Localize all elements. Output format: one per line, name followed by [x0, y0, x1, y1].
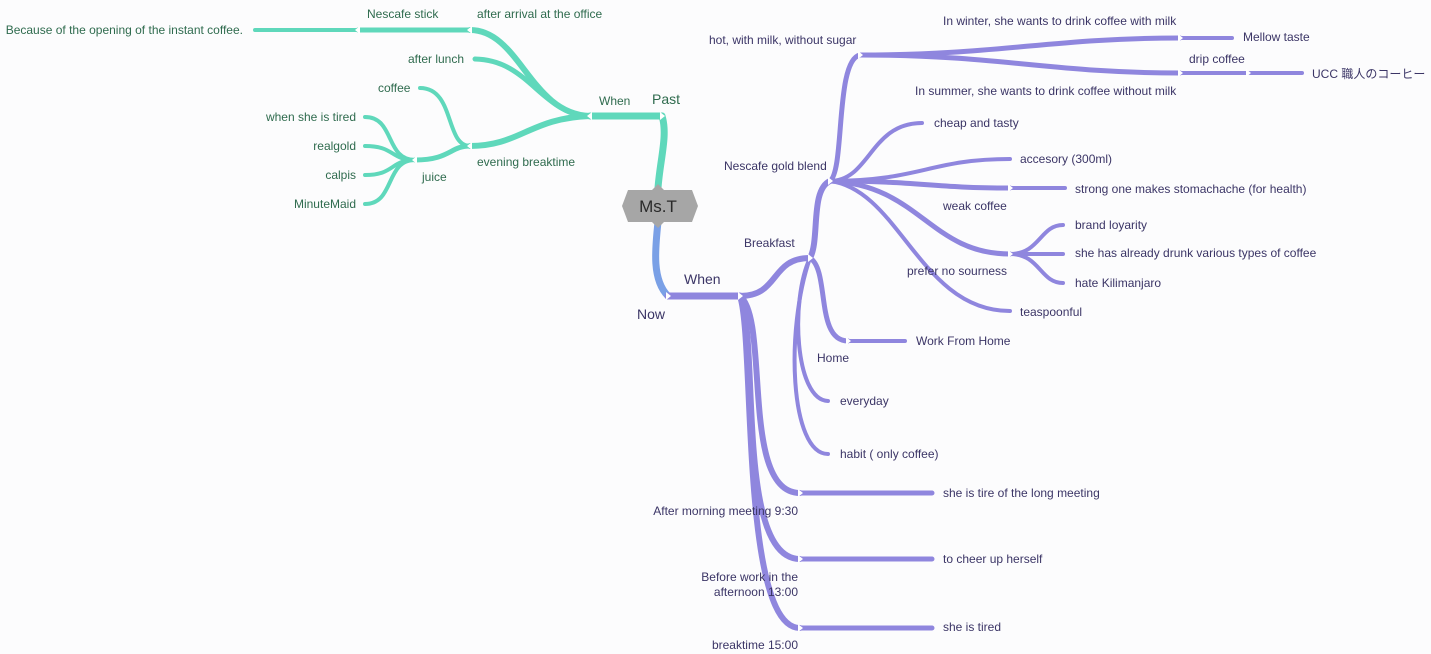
mellow-label[interactable]: Mellow taste — [1243, 30, 1310, 44]
chevron-icon — [738, 292, 743, 300]
chevron-icon — [1246, 69, 1251, 77]
wfh-label[interactable]: Work From Home — [916, 334, 1011, 348]
cheap-label[interactable]: cheap and tasty — [934, 116, 1019, 130]
chevron-icon — [1008, 184, 1013, 192]
after-meeting-label[interactable]: After morning meeting 9:30 — [653, 504, 798, 518]
chevron-icon — [467, 142, 472, 150]
winter-label[interactable]: In winter, she wants to drink coffee wit… — [943, 14, 1177, 28]
edge-sourness-brand — [1008, 223, 1065, 256]
when-tired-label[interactable]: when she is tired — [265, 110, 356, 124]
realgold-label[interactable]: realgold — [313, 139, 356, 153]
kilimanjaro-label[interactable]: hate Kilimanjaro — [1075, 276, 1161, 290]
minutemaid-label[interactable]: MinuteMaid — [294, 197, 356, 211]
connector-chevrons — [355, 26, 1251, 632]
breaktime-label[interactable]: breaktime 15:00 — [712, 638, 798, 652]
calpis-label[interactable]: calpis — [325, 168, 356, 182]
edge-when-arrival — [467, 27, 593, 119]
chevron-icon — [412, 156, 417, 164]
past-when-label[interactable]: When — [599, 94, 630, 108]
because-label[interactable]: Because of the opening of the instant co… — [6, 23, 243, 37]
various-label[interactable]: she has already drunk various types of c… — [1075, 246, 1317, 260]
chevron-icon — [666, 292, 671, 300]
edge-when-evening — [467, 113, 593, 149]
edge-gold-sourness — [827, 178, 1013, 257]
chevron-icon — [846, 337, 851, 345]
juice-label[interactable]: juice — [421, 170, 447, 184]
edge-when-meeting — [737, 293, 803, 496]
chevron-icon — [808, 254, 813, 262]
edge-when-breakfast — [737, 255, 813, 299]
after-arrival-label[interactable]: after arrival at the office — [477, 7, 603, 21]
now-label[interactable]: Now — [637, 306, 666, 322]
she-tired-label[interactable]: she is tired — [943, 620, 1001, 634]
edge-evening-coffee — [418, 86, 472, 148]
root-label: Ms.T — [639, 197, 677, 216]
edge-root-now — [652, 218, 672, 300]
now-labels: Now When Breakfast Nescafe gold blend ho… — [637, 14, 1425, 652]
chevron-icon — [355, 26, 360, 34]
weak-label[interactable]: weak coffee — [942, 199, 1007, 213]
nescafe-stick-label[interactable]: Nescafe stick — [367, 7, 439, 21]
edge-breakfast-gold — [807, 178, 833, 261]
chevron-icon — [660, 112, 665, 120]
root-box — [622, 184, 698, 228]
habit-label[interactable]: habit ( only coffee) — [840, 447, 939, 461]
chevron-icon — [1178, 69, 1183, 77]
edge-gold-weak — [827, 178, 1013, 191]
chevron-icon — [587, 112, 592, 120]
edge-root-past — [654, 112, 668, 192]
before-work-label-1[interactable]: Before work in the — [701, 570, 798, 584]
edge-breakfast-habit — [792, 256, 830, 456]
teaspoonful-label[interactable]: teaspoonful — [1020, 305, 1082, 319]
root-node[interactable]: Ms.T — [622, 184, 698, 228]
nescafe-gold-label[interactable]: Nescafe gold blend — [724, 159, 827, 173]
edge-gold-hot — [827, 52, 863, 184]
strong-label[interactable]: strong one makes stomachache (for health… — [1075, 182, 1306, 196]
long-meeting-label[interactable]: she is tire of the long meeting — [943, 486, 1100, 500]
breakfast-label[interactable]: Breakfast — [744, 236, 795, 250]
edge-sourness-kili — [1008, 252, 1065, 285]
cheer-up-label[interactable]: to cheer up herself — [943, 552, 1043, 566]
coffee-label[interactable]: coffee — [378, 81, 411, 95]
past-labels: Past When after arrival at the office Ne… — [6, 7, 680, 211]
hot-milk-label[interactable]: hot, with milk, without sugar — [709, 33, 856, 47]
home-label[interactable]: Home — [817, 351, 849, 365]
edge-gold-teaspoon — [828, 179, 1012, 313]
chevron-icon — [1178, 34, 1183, 42]
edge-juice-realgold — [363, 144, 417, 162]
after-lunch-label[interactable]: after lunch — [408, 52, 464, 66]
chevron-icon — [798, 624, 803, 632]
edge-when-lunch — [472, 56, 593, 119]
evening-breaktime-label[interactable]: evening breaktime — [477, 155, 575, 169]
past-branches — [253, 27, 668, 206]
edge-evening-juice — [412, 143, 473, 163]
summer-label[interactable]: In summer, she wants to drink coffee wit… — [915, 84, 1177, 98]
chevron-icon — [858, 51, 863, 59]
chevron-icon — [467, 26, 472, 34]
edge-breakfast-home — [807, 255, 851, 344]
chevron-icon — [828, 177, 833, 185]
now-when-label[interactable]: When — [684, 271, 721, 287]
edge-hot-winter — [857, 35, 1183, 58]
chevron-icon — [798, 555, 803, 563]
chevron-icon — [1008, 250, 1013, 258]
now-branches — [652, 35, 1304, 631]
edge-when-breaktime — [737, 293, 803, 631]
sourness-label[interactable]: prefer no sourness — [907, 264, 1007, 278]
ucc-label[interactable]: UCC 職人のコーヒー — [1312, 67, 1425, 81]
chevron-icon — [798, 489, 803, 497]
before-work-label-2[interactable]: afternoon 13:00 — [714, 585, 798, 599]
drip-label[interactable]: drip coffee — [1189, 52, 1245, 66]
edge-juice-minutemaid — [363, 158, 417, 206]
accesory-label[interactable]: accesory (300ml) — [1020, 152, 1112, 166]
brand-label[interactable]: brand loyarity — [1075, 218, 1147, 232]
past-label[interactable]: Past — [652, 91, 680, 107]
everyday-label[interactable]: everyday — [840, 394, 889, 408]
edge-hot-summer — [857, 52, 1183, 76]
